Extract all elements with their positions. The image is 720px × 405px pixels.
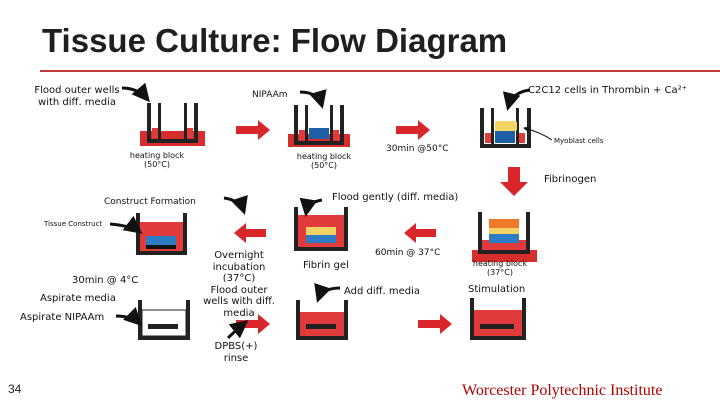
well-plate-icon xyxy=(472,212,537,262)
well-plate-icon xyxy=(294,207,348,251)
well-plate-icon xyxy=(296,300,348,340)
well-plate-icon xyxy=(138,300,190,340)
label-stimulation: Stimulation xyxy=(468,284,526,295)
label-flood-outer-wells: Flood outer wells with diff. media xyxy=(34,85,120,108)
title-underline xyxy=(40,70,720,72)
label-heating-block-50-b: heating block (50°C) xyxy=(296,152,352,171)
label-30min-50c: 30min @50°C xyxy=(386,144,449,154)
label-tissue-construct: Tissue Construct xyxy=(44,220,103,228)
label-30min-4c: 30min @ 4°C xyxy=(72,275,139,286)
label-aspirate-media: Aspirate media xyxy=(40,293,116,304)
slide-title: Tissue Culture: Flow Diagram xyxy=(42,22,508,59)
label-heating-block-37: heating block (37°C) xyxy=(472,259,528,278)
well-plate-icon xyxy=(470,298,526,340)
label-dpbs-rinse: DPBS(+) rinse xyxy=(214,341,258,364)
label-60min-37c: 60min @ 37°C xyxy=(375,248,441,258)
label-heating-block-50-a: heating block (50°C) xyxy=(129,151,185,170)
label-myoblast-cells: Myoblast cells xyxy=(554,137,604,145)
label-construct-formation: Construct Formation xyxy=(104,197,196,207)
flow-arrow-icon xyxy=(234,120,528,334)
well-plate-icon xyxy=(288,105,350,147)
page-number: 34 xyxy=(8,382,22,396)
label-c2c12-cells: C2C12 cells in Thrombin + Ca²⁺ xyxy=(528,85,687,96)
institution-name: Worcester Polytechnic Institute xyxy=(462,382,663,399)
label-overnight-incubation: Overnight incubation (37°C) Flood outer … xyxy=(203,250,275,319)
label-flood-gently: Flood gently (diff. media) xyxy=(332,192,459,203)
pointer-arrow-icon xyxy=(109,82,531,340)
pointer-arrow-icon xyxy=(523,126,553,141)
label-nipaam: NIPAAm xyxy=(252,90,288,100)
well-plate-icon xyxy=(140,103,205,146)
well-plate-icon xyxy=(136,213,187,255)
label-fibrinogen: Fibrinogen xyxy=(544,174,597,185)
label-add-diff-media: Add diff. media xyxy=(344,286,421,297)
well-plate-icon xyxy=(480,108,531,148)
label-aspirate-nipaam: Aspirate NIPAAm xyxy=(20,312,105,323)
label-fibrin-gel: Fibrin gel xyxy=(303,260,349,271)
